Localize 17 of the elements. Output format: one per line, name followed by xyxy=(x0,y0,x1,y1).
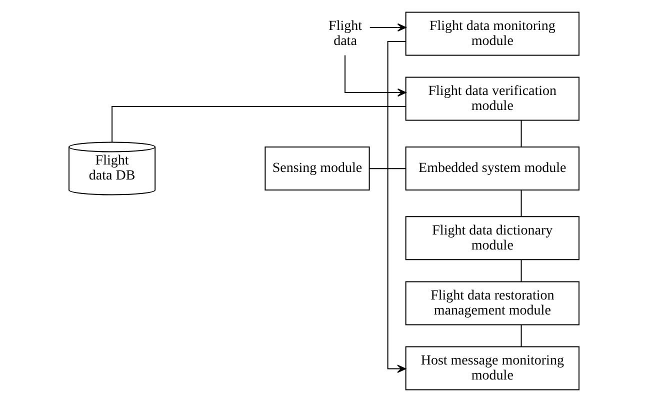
connector xyxy=(520,259,522,282)
connector xyxy=(368,168,406,170)
node-box: Sensing module xyxy=(264,146,370,190)
connector xyxy=(520,324,522,347)
node-box: Host message monitoring module xyxy=(404,346,579,390)
node-box: Flight data restoration management module xyxy=(404,281,579,326)
connector xyxy=(520,120,522,148)
node-box: Flight data monitoring module xyxy=(404,12,579,56)
node-box: Flight data verification module xyxy=(404,76,579,121)
connector xyxy=(520,190,522,217)
arrow xyxy=(344,54,406,97)
arrow xyxy=(386,40,406,373)
node-box: Embedded system module xyxy=(404,146,579,190)
connector xyxy=(111,106,406,143)
arrow xyxy=(368,23,406,32)
node-box: Flight data dictionary module xyxy=(404,216,579,260)
node-text: Flight data xyxy=(328,18,362,49)
